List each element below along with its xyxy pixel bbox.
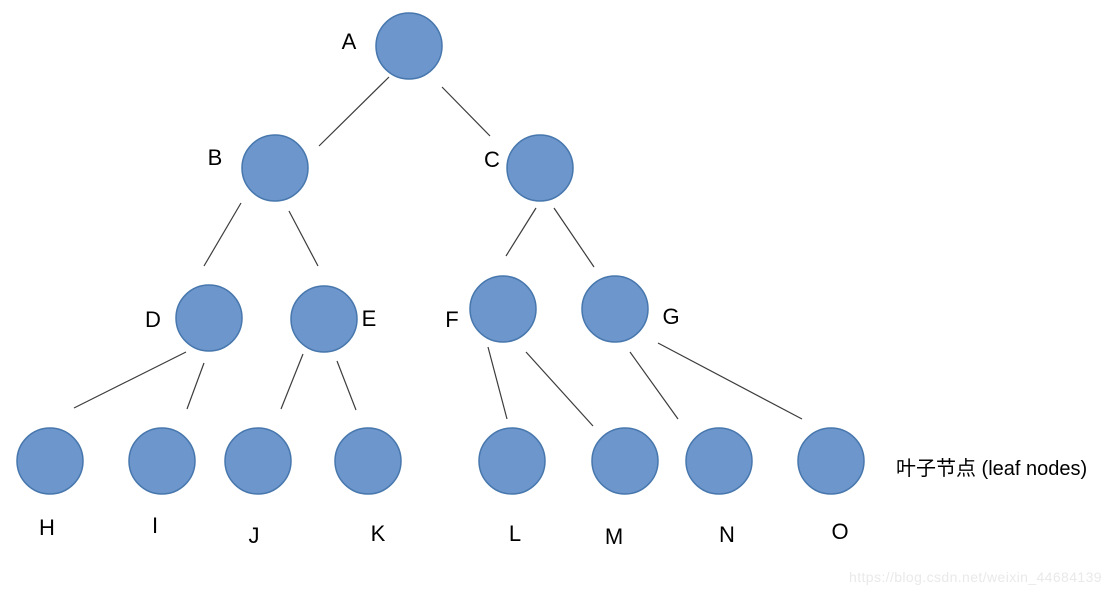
tree-edge-D-H [73,351,187,409]
tree-edge-F-L [487,346,508,420]
tree-edge-B-D [203,202,242,267]
tree-edge-C-G [553,207,595,268]
tree-node-label-D: D [145,307,161,332]
tree-edge-A-C [441,86,491,137]
tree-edge-G-N [629,351,679,420]
tree-edge-G-O [657,342,803,420]
tree-node-F [469,275,537,343]
tree-node-M [591,427,659,495]
leaf-nodes-caption: 叶子节点 (leaf nodes) [896,458,1088,480]
tree-edge-B-E [288,210,319,267]
tree-node-label-K: K [371,521,386,546]
tree-node-J [224,427,292,495]
tree-node-label-H: H [39,515,55,540]
tree-node-label-C: C [484,147,500,172]
tree-node-label-E: E [362,306,377,331]
tree-edge-D-I [186,362,205,410]
tree-node-label-B: B [208,145,223,170]
tree-node-D [175,284,243,352]
tree-edge-A-B [318,76,390,147]
tree-node-O [797,427,865,495]
tree-edge-C-F [505,207,537,257]
tree-node-label-O: O [831,519,848,544]
tree-node-A [375,12,443,80]
tree-node-I [128,427,196,495]
watermark-url: https://blog.csdn.net/weixin_44684139 [849,569,1102,585]
tree-node-label-L: L [509,521,521,546]
tree-node-label-I: I [152,513,158,538]
tree-node-label-N: N [719,522,735,547]
tree-node-label-J: J [249,523,260,548]
tree-edge-F-M [525,351,594,427]
tree-edge-E-J [280,353,304,410]
tree-node-label-A: A [342,29,357,54]
tree-node-L [478,427,546,495]
tree-node-H [16,427,84,495]
tree-node-label-M: M [605,524,623,549]
tree-node-E [290,285,358,353]
tree-node-G [581,275,649,343]
tree-edge-E-K [336,360,357,411]
tree-node-B [241,134,309,202]
tree-node-label-F: F [445,307,458,332]
tree-node-N [685,427,753,495]
tree-node-label-G: G [662,304,679,329]
tree-node-C [506,134,574,202]
tree-node-K [334,427,402,495]
